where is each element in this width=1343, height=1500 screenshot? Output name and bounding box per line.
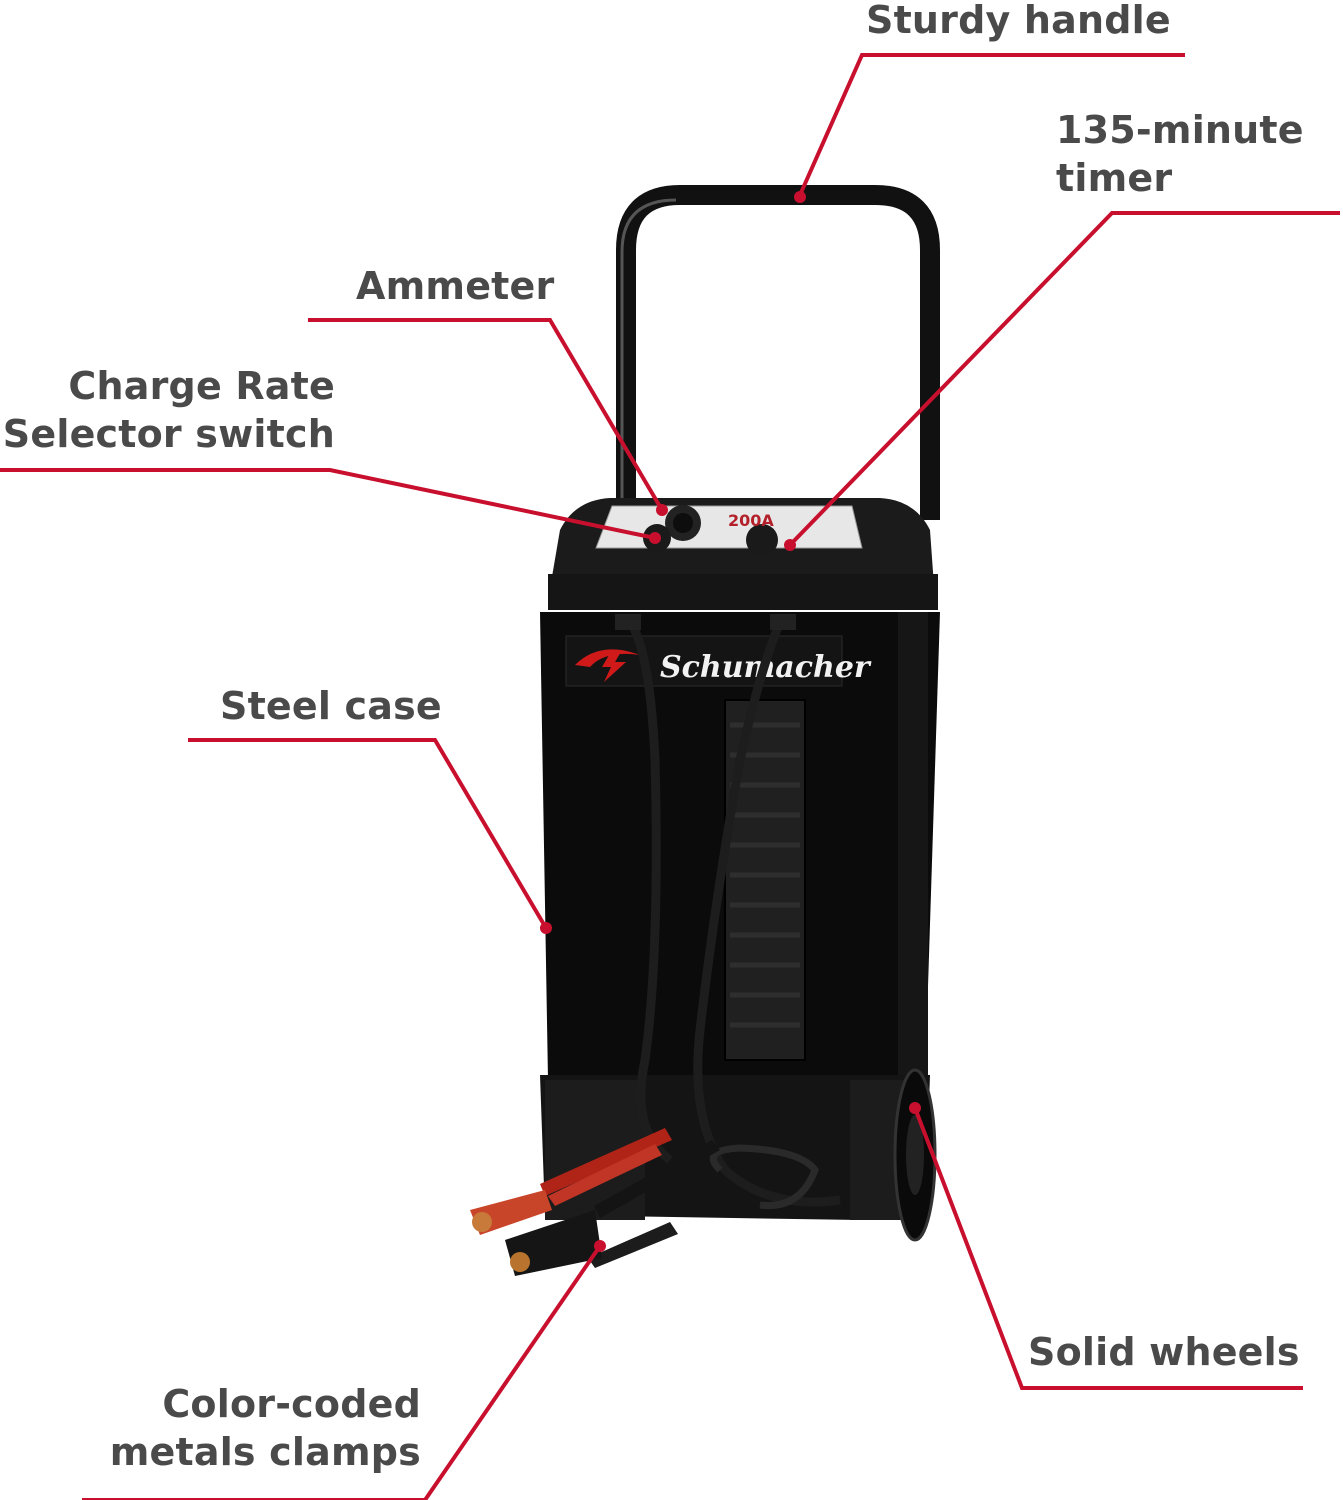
callout-text: 135-minute <box>1056 108 1304 152</box>
leader-ammeter <box>308 318 664 512</box>
timer-knob <box>746 524 778 556</box>
leader-case <box>188 738 548 930</box>
dot-case <box>540 922 552 934</box>
red-clamp <box>470 1128 672 1235</box>
callout-text: metals clamps <box>109 1430 421 1474</box>
brand-swoosh-icon <box>575 649 640 667</box>
dot-wheels <box>909 1102 921 1114</box>
vent-slats <box>730 722 800 1028</box>
cable-strain-right <box>770 614 796 630</box>
case-ledge <box>548 574 938 610</box>
dot-handle <box>794 191 806 203</box>
lightning-icon <box>602 650 626 682</box>
callout-text: Color-coded <box>162 1382 421 1426</box>
callout-clamps: Color-coded metals clamps <box>110 1380 421 1476</box>
cable-red <box>626 619 673 1164</box>
leader-clamps <box>82 1244 602 1500</box>
dot-timer <box>784 539 796 551</box>
handle-tube <box>616 185 940 520</box>
callout-dots <box>540 191 921 1252</box>
callout-charge-rate-selector: Charge Rate Selector switch <box>3 362 335 458</box>
callout-timer: 135-minute timer <box>1056 106 1304 202</box>
leader-wheels <box>913 1107 1303 1390</box>
callout-sturdy-handle: Sturdy handle <box>866 0 1171 44</box>
callout-text: timer <box>1056 156 1173 200</box>
dot-selector <box>649 532 661 544</box>
leader-handle <box>798 53 1185 196</box>
cable-loop <box>709 1144 819 1210</box>
black-clamp <box>505 1140 720 1276</box>
panel-rating-text: 200A <box>728 511 774 530</box>
callout-leaders <box>0 53 1340 1500</box>
callout-solid-wheels: Solid wheels <box>1028 1328 1300 1376</box>
callout-ammeter: Ammeter <box>356 262 554 310</box>
cable-strain-left <box>615 614 641 630</box>
side-panel <box>898 612 928 1082</box>
leader-timer <box>788 211 1340 547</box>
leader-selector <box>0 468 656 540</box>
callout-text: Selector switch <box>2 412 335 456</box>
callout-text: Charge Rate <box>68 364 335 408</box>
cable-black <box>693 620 841 1207</box>
dot-clamps <box>594 1240 606 1252</box>
callout-text: Sturdy handle <box>866 0 1171 42</box>
callout-steel-case: Steel case <box>220 682 442 730</box>
callout-text: Ammeter <box>356 264 555 308</box>
handle-highlight <box>620 198 677 500</box>
callout-text: Steel case <box>220 684 442 728</box>
callout-text: Solid wheels <box>1028 1330 1300 1374</box>
dot-ammeter <box>656 504 668 516</box>
